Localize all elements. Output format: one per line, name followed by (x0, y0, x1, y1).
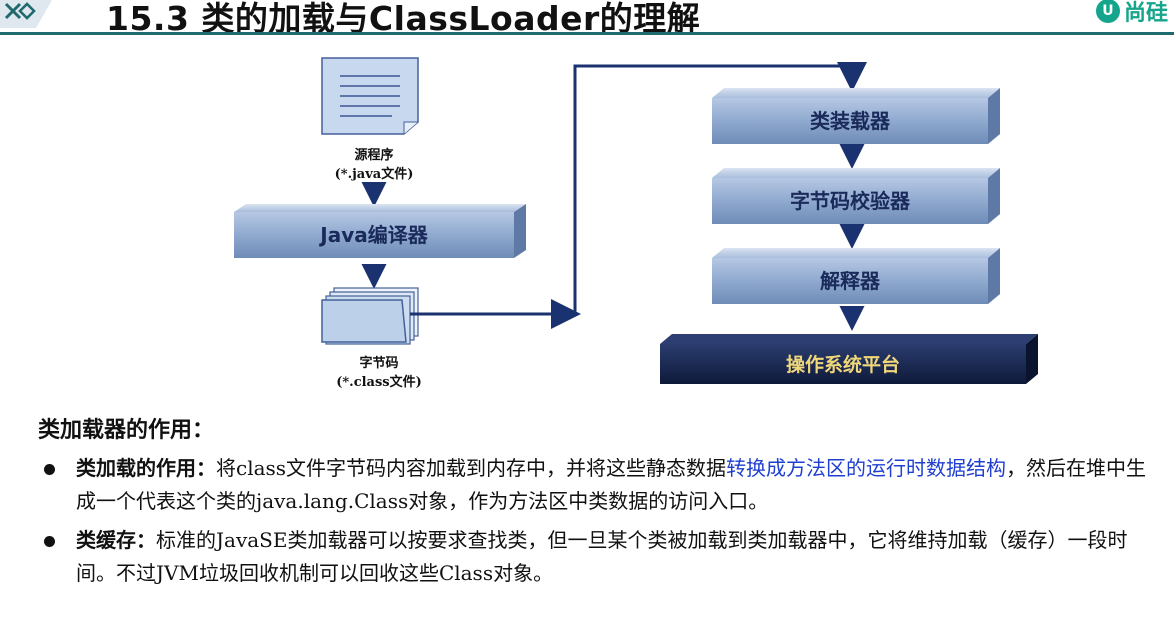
interpreter-label: 解释器 (820, 269, 880, 293)
bytecode-files-icon (321, 287, 419, 345)
bytecode-file-name: 字节码 (359, 356, 399, 371)
brand-logo: U 尚硅 (1095, 0, 1168, 26)
bytecode-file-label: 字节码 (*.class文件) (304, 354, 454, 392)
arrow-to-class-loader (573, 62, 867, 314)
page-title: 15.3 类的加载与ClassLoader的理解 (106, 0, 701, 38)
bytecode-verifier-label: 字节码校验器 (790, 189, 910, 213)
bullet-dot-icon (44, 464, 55, 475)
java-compiler-box (234, 204, 526, 258)
section-heading: 类加载器的作用： (38, 417, 215, 443)
logo-mark-icon (0, 0, 52, 28)
brand-icon: U (1095, 0, 1120, 23)
bullet-text: 标准的JavaSE类加载器可以按要求查找类，但一旦某个类被加载到类加载器中，它将… (76, 528, 1128, 585)
bullet-dot-icon (44, 536, 55, 547)
source-file-name: 源程序 (354, 148, 394, 163)
class-loading-diagram: 源程序 (*.java文件) Java编译器 字节码 (*.class文件) 类… (0, 36, 1174, 406)
os-platform-box (660, 334, 1038, 384)
interpreter-box (712, 248, 1000, 304)
header-divider (0, 32, 1174, 35)
slide-header: 15.3 类的加载与ClassLoader的理解 U 尚硅 (0, 0, 1174, 38)
bullet-list: 类加载的作用：将class文件字节码内容加载到内存中，并将这些静态数据转换成方法… (38, 452, 1158, 590)
bullet-highlight: 转换成方法区的运行时数据结构 (726, 456, 1007, 480)
bullet-item: 类缓存：标准的JavaSE类加载器可以按要求查找类，但一旦某个类被加载到类加载器… (38, 524, 1158, 590)
bullet-item: 类加载的作用：将class文件字节码内容加载到内存中，并将这些静态数据转换成方法… (38, 452, 1158, 518)
class-loader-box (712, 88, 1000, 144)
os-platform-label: 操作系统平台 (785, 354, 900, 376)
class-loader-label: 类装载器 (810, 109, 890, 133)
java-compiler-label: Java编译器 (320, 223, 428, 247)
bullet-term: 类加载的作用： (76, 456, 216, 480)
source-file-icon (321, 57, 419, 135)
bullet-text: 将class文件字节码内容加载到内存中，并将这些静态数据 (216, 456, 727, 480)
bytecode-file-ext: (*.class文件) (336, 375, 422, 390)
brand-name: 尚硅 (1123, 1, 1168, 26)
bullet-text-after: ，然后在堆中生成一个代表这个类的java.lang.Class对象，作为方法区中… (76, 456, 1147, 513)
bullet-term: 类缓存： (76, 528, 156, 552)
source-file-label: 源程序 (*.java文件) (304, 146, 444, 184)
bytecode-verifier-box (712, 168, 1000, 224)
source-file-ext: (*.java文件) (334, 167, 414, 182)
